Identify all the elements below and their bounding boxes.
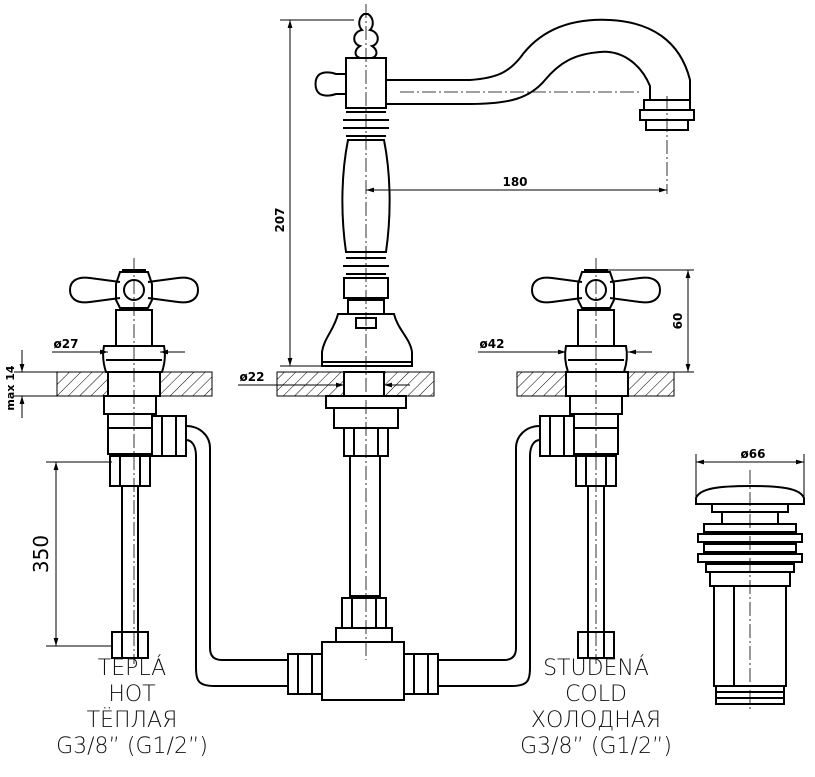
hot-label-line-1: TEPLÁ <box>97 656 167 681</box>
centre-lines <box>133 4 751 712</box>
dim-spout-reach: 180 <box>502 175 527 189</box>
dim-hose-length: 350 <box>29 535 53 573</box>
dimension-lines <box>14 19 805 647</box>
hot-label-line-4: G3/8” (G1/2”) <box>56 734 208 759</box>
hot-label-line-2: HOT <box>108 682 156 707</box>
dim-deck-thickness: max 14 <box>4 365 17 410</box>
dim-height: 207 <box>273 207 287 232</box>
deck-slabs <box>56 371 675 397</box>
cold-label: STUDENÁ COLD ХОЛОДНАЯ G3/8” (G1/2”) <box>506 656 686 760</box>
dim-waste-diameter: ø66 <box>741 447 766 461</box>
cold-label-line-3: ХОЛОДНАЯ <box>530 708 662 733</box>
cold-label-line-2: COLD <box>565 682 627 707</box>
dim-hole-cold: ø42 <box>480 337 505 351</box>
hot-label: TEPLÁ HOT TЁПЛАЯ G3/8” (G1/2”) <box>42 656 222 760</box>
t-connector <box>185 425 541 695</box>
dim-handle-height: 60 <box>671 313 685 330</box>
dim-hole-hot: ø27 <box>54 337 79 351</box>
hot-label-line-3: TЁПЛАЯ <box>86 708 178 733</box>
cold-label-line-1: STUDENÁ <box>543 656 649 681</box>
center-underdeck <box>321 395 407 701</box>
cold-label-line-4: G3/8” (G1/2”) <box>520 734 672 759</box>
dim-hole-center: ø22 <box>240 370 265 384</box>
